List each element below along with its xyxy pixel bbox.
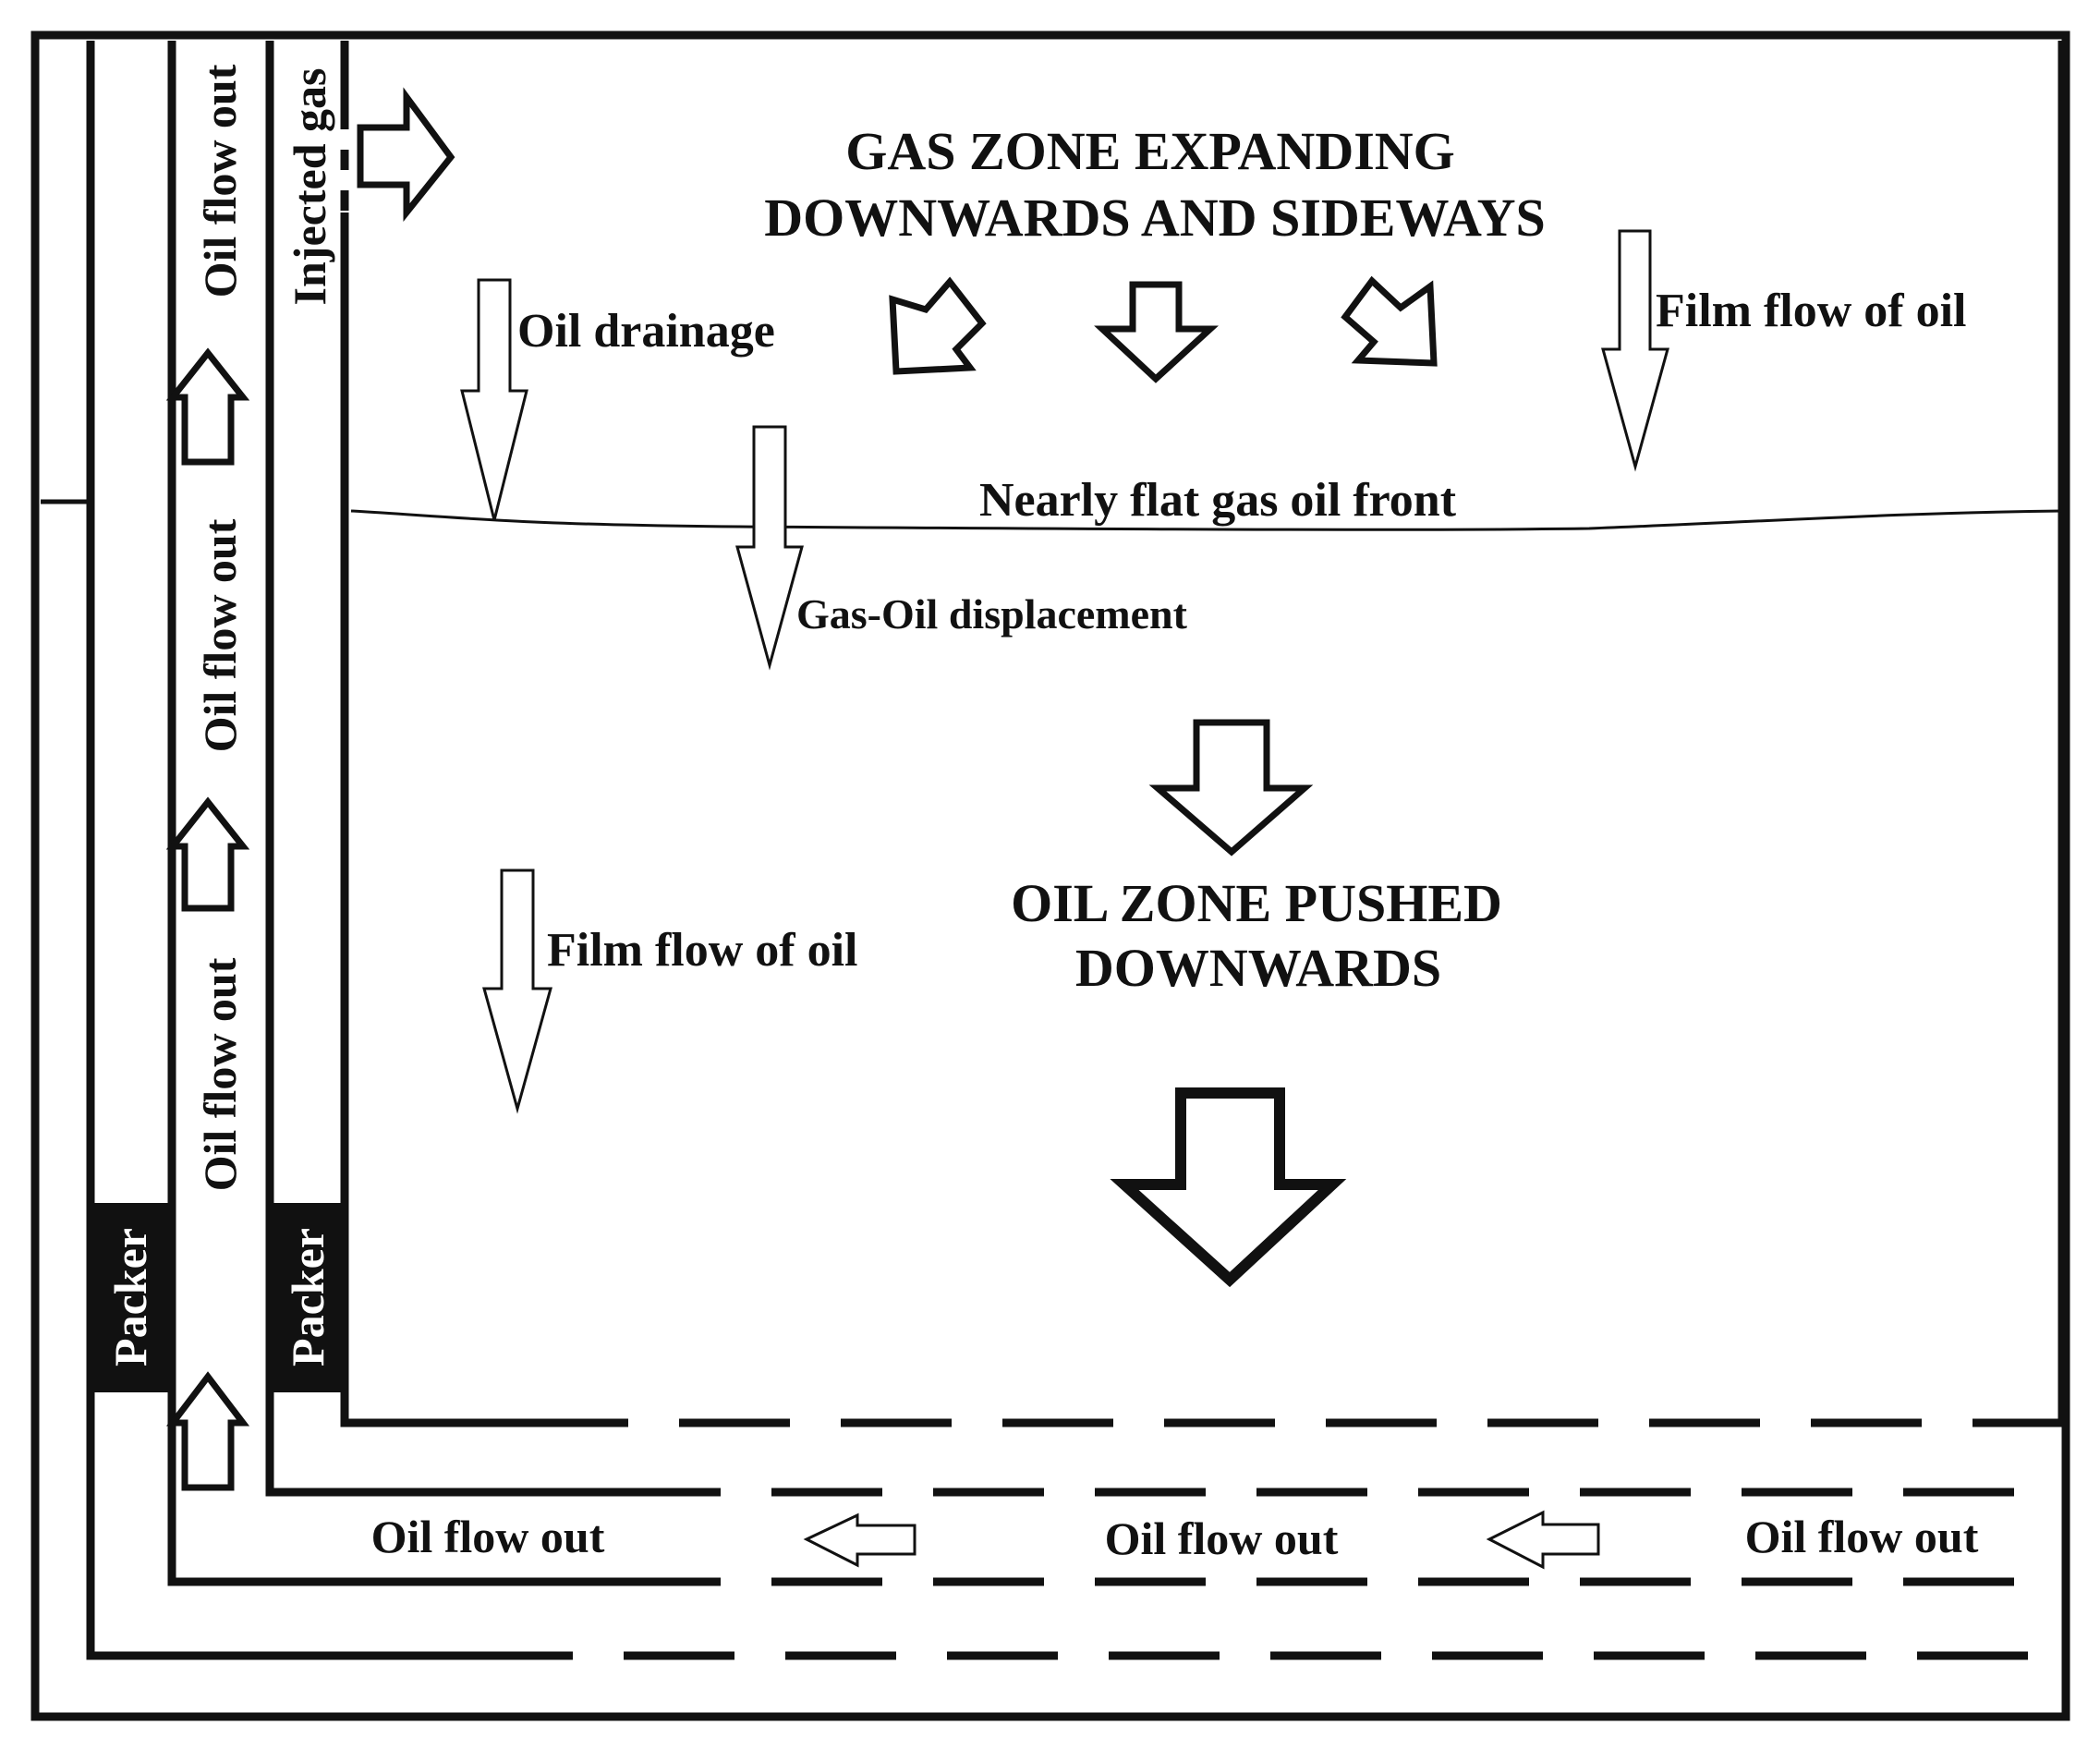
reservoir-boundary xyxy=(340,41,2067,1427)
front-label: Nearly flat gas oil front xyxy=(979,474,1457,527)
gas-oil-front xyxy=(350,509,2063,531)
up-arrow-icon xyxy=(165,796,250,912)
oil-flow-out-horizontal-3: Oil flow out xyxy=(1745,1511,1979,1562)
packer-right-label: Packer xyxy=(282,1228,334,1366)
left-arrow-icon xyxy=(1486,1510,1600,1570)
push-down-arrow-icon xyxy=(1148,719,1314,856)
packer-right xyxy=(273,1203,343,1392)
displacement-label: Gas-Oil displacement xyxy=(796,590,1188,638)
inner-tubing-wall xyxy=(265,41,610,1497)
oil-drainage-label: Oil drainage xyxy=(517,305,775,358)
packers: Packer Packer xyxy=(92,1203,343,1392)
down-left-arrow-icon xyxy=(889,276,987,375)
packer-left-label: Packer xyxy=(104,1228,156,1366)
film-flow-mid-arrow-icon xyxy=(482,868,552,1114)
up-arrow-icon xyxy=(165,347,250,466)
oil-zone-title-line1: OIL ZONE PUSHED xyxy=(1011,873,1502,933)
left-arrow-icon xyxy=(803,1512,916,1568)
oil-flow-out-vertical-1: Oil flow out xyxy=(194,64,246,298)
injected-gas-arrow-icon xyxy=(357,87,455,222)
oil-zone-title-line2: DOWNWARDS xyxy=(1075,938,1441,998)
up-arrow-icon xyxy=(165,1371,250,1491)
oil-flow-out-horizontal-2: Oil flow out xyxy=(1105,1512,1339,1564)
down-arrow-icon xyxy=(1094,281,1220,383)
oil-channel-wall xyxy=(167,41,610,1586)
gas-zone-title-line1: GAS ZONE EXPANDING xyxy=(845,121,1455,181)
well-structure xyxy=(30,30,2070,1721)
gas-zone-title-line2: DOWNWARDS AND SIDEWAYS xyxy=(764,188,1546,248)
film-flow-top-arrow-icon xyxy=(1601,229,1669,472)
oil-drainage-arrow-icon xyxy=(460,278,528,521)
injected-gas-label: Injected gas xyxy=(284,68,335,306)
big-push-down-arrow-icon xyxy=(1110,1087,1347,1288)
oil-flow-out-vertical-2: Oil flow out xyxy=(194,518,246,752)
film-flow-top-label: Film flow of oil xyxy=(1656,285,1967,337)
film-flow-mid-label: Film flow of oil xyxy=(547,924,858,977)
oil-channel-up-arrows xyxy=(165,347,250,1491)
down-right-arrow-icon xyxy=(1341,275,1438,367)
casing-wall xyxy=(86,41,462,1660)
oil-flow-out-horizontal-1: Oil flow out xyxy=(371,1511,605,1562)
oil-flow-out-vertical-3: Oil flow out xyxy=(194,957,246,1191)
gas-expansion-arrows xyxy=(889,275,1438,383)
packer-left xyxy=(92,1203,170,1392)
displacement-arrow-icon xyxy=(735,425,804,671)
